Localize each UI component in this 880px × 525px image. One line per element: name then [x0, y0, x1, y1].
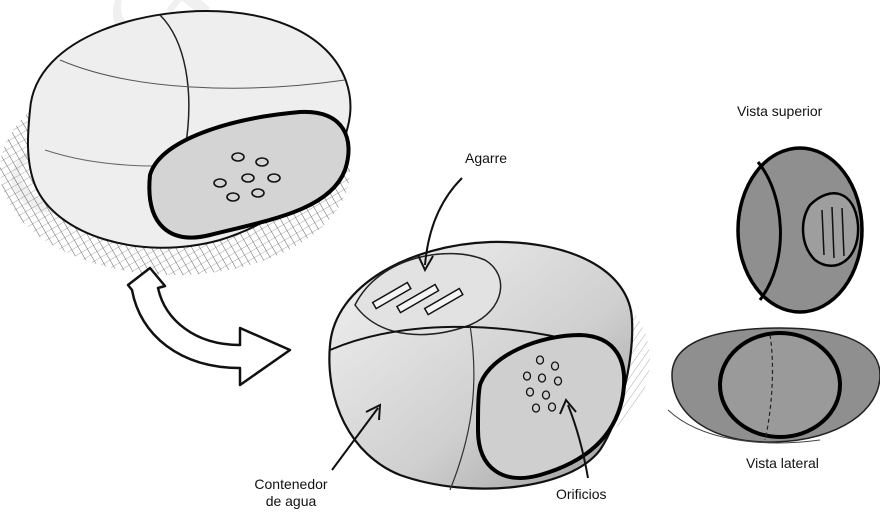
concept-sketch-initial — [0, 11, 350, 275]
label-vista-superior: Vista superior — [737, 103, 822, 119]
side-view-sketch — [668, 328, 880, 443]
grip-panel — [803, 193, 858, 265]
top-view-sketch — [738, 148, 862, 312]
label-contenedor-line1: Contenedor — [236, 476, 346, 493]
label-contenedor-line2: de agua — [236, 493, 346, 510]
label-vista-lateral: Vista lateral — [746, 455, 819, 471]
label-contenedor: Contenedor de agua — [236, 476, 346, 510]
transform-arrow — [128, 268, 290, 385]
concept-sketch-final — [329, 242, 650, 490]
label-agarre: Agarre — [465, 150, 507, 166]
label-orificios: Orificios — [556, 486, 607, 502]
side-view-panel — [720, 333, 840, 437]
